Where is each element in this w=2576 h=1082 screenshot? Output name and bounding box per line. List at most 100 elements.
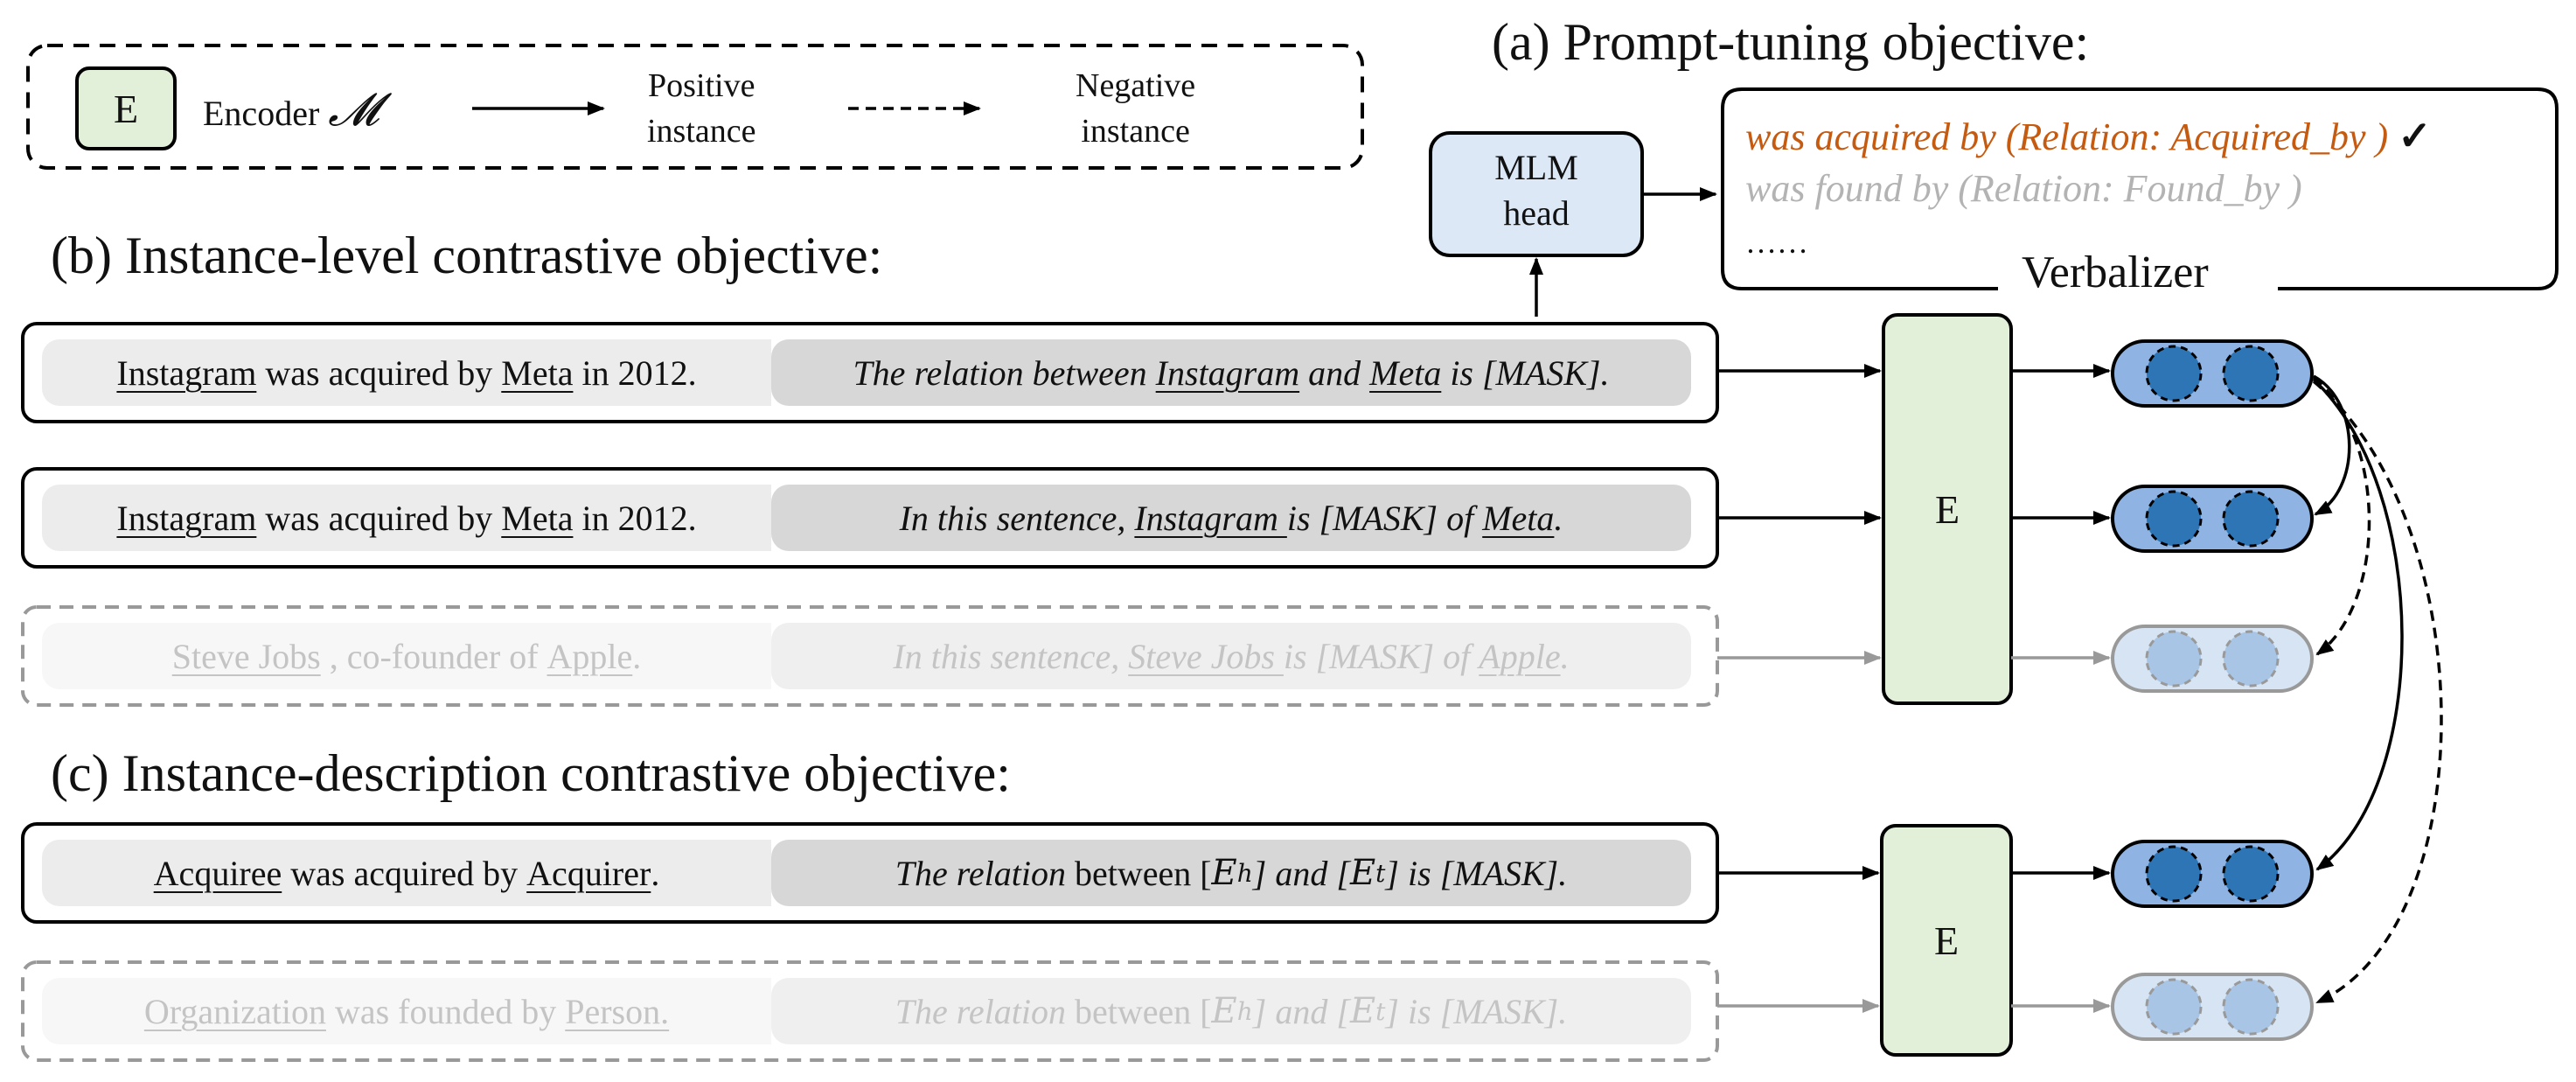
legend-positive-line2: instance bbox=[647, 113, 756, 150]
b-row3-prompt: In this sentence, Steve Jobs is [MASK] o… bbox=[771, 623, 1691, 689]
b-row3-end: . bbox=[632, 636, 642, 676]
b-row3-prompt-end: . bbox=[1560, 636, 1570, 676]
embedding-1 bbox=[2111, 339, 2314, 408]
b-row2-prompt-head: Instagram bbox=[1134, 498, 1287, 538]
encoder-c-label: E bbox=[1933, 918, 1960, 963]
verbalizer-line-2: was found by (Relation: Found_by ) bbox=[1745, 167, 2302, 210]
legend-negative-label: Negative instance bbox=[1076, 63, 1195, 154]
contrast-negative-to-emb5 bbox=[2312, 380, 2443, 1004]
verbalizer-line-1-text: was acquired by (Relation: Acquired_by ) bbox=[1745, 115, 2389, 158]
b-row2-prompt-mid: is [MASK] of bbox=[1286, 498, 1483, 538]
mlm-head-line1: MLM bbox=[1494, 148, 1578, 187]
b-row3-prompt-head: Steve Jobs bbox=[1128, 636, 1284, 676]
c-row2-head-subscript: h bbox=[1236, 996, 1253, 1026]
embedding-4 bbox=[2111, 840, 2314, 908]
embedding-5-negative bbox=[2111, 973, 2314, 1041]
b-row1-prompt-head: Instagram bbox=[1155, 353, 1300, 393]
c-row2-tail-subscript: t bbox=[1375, 996, 1386, 1026]
c-row2-prompt-between: between [ bbox=[1065, 991, 1212, 1031]
b-row1-prompt-tail: Meta bbox=[1369, 353, 1442, 393]
legend-negative-line2: instance bbox=[1081, 113, 1190, 150]
c-row2-prompt-and: ] and [ bbox=[1252, 991, 1350, 1031]
c-row2-frame bbox=[21, 960, 1719, 1062]
encoder-b-label: E bbox=[1934, 486, 1960, 532]
c-row2-head-symbol: E bbox=[1211, 991, 1237, 1031]
b-row1-prompt-end: is [MASK]. bbox=[1441, 353, 1610, 393]
c-row1-prompt-end: ] is [MASK]. bbox=[1385, 853, 1568, 893]
c-row1-head-subscript: h bbox=[1236, 858, 1253, 888]
verbalizer-title: Verbalizer bbox=[2011, 247, 2219, 298]
b-row2-entity-tail: Meta bbox=[501, 498, 574, 538]
c-row1-end: . bbox=[651, 853, 660, 893]
b-row3-prompt-pre: In this sentence, bbox=[893, 636, 1129, 676]
embedding-3-negative bbox=[2111, 625, 2314, 693]
b-row3-sentence: Steve Jobs , co-founder of Apple. bbox=[42, 623, 771, 689]
b-row1-entity-head: Instagram bbox=[116, 353, 257, 393]
b-row1-frame bbox=[21, 322, 1719, 423]
c-row1-prompt-between: between [ bbox=[1065, 853, 1212, 893]
c-row1-tail-subscript: t bbox=[1375, 858, 1386, 888]
b-row1-prompt-mid: and bbox=[1299, 353, 1370, 393]
contrast-positive-to-emb4 bbox=[2312, 378, 2404, 871]
b-row2-entity-head: Instagram bbox=[116, 498, 257, 538]
c-row1-prompt-and: ] and [ bbox=[1252, 853, 1350, 893]
verbalizer-box-frame bbox=[1721, 87, 2559, 290]
contrast-negative-to-emb3 bbox=[2312, 376, 2371, 656]
b-row2-end: in 2012. bbox=[573, 498, 697, 538]
legend-border bbox=[26, 44, 1364, 170]
contrast-positive-to-emb2 bbox=[2313, 374, 2351, 516]
b-row2-prompt-pre: In this sentence, bbox=[899, 498, 1135, 538]
b-row1-sentence: Instagram was acquired by Meta in 2012. bbox=[42, 339, 771, 406]
section-b-title: (b) Instance-level contrastive objective… bbox=[51, 227, 883, 284]
c-row1-sentence: Acquiree was acquired by Acquirer. bbox=[42, 840, 771, 906]
c-row1-entity-tail: Acquirer bbox=[526, 853, 651, 893]
verbalizer-check-mark: ✓ bbox=[2398, 114, 2432, 158]
c-row2-tail-symbol: E bbox=[1349, 991, 1376, 1031]
legend-negative-line1: Negative bbox=[1076, 67, 1196, 104]
verbalizer-line-1: was acquired by (Relation: Acquired_by )… bbox=[1745, 112, 2432, 159]
b-row3-prompt-tail: Apple bbox=[1479, 636, 1561, 676]
c-row2-entity-tail: Person. bbox=[565, 991, 670, 1031]
section-a-title: (a) Prompt-tuning objective: bbox=[1492, 13, 2090, 71]
b-row1-prompt: The relation between Instagram and Meta … bbox=[771, 339, 1691, 406]
b-row2-prompt: In this sentence, Instagram is [MASK] of… bbox=[771, 485, 1691, 551]
mlm-head-label: MLM head bbox=[1431, 145, 1642, 236]
b-row1-end: in 2012. bbox=[573, 353, 697, 393]
b-row3-prompt-mid: is [MASK] of bbox=[1283, 636, 1479, 676]
b-row1-prompt-pre: The relation between bbox=[853, 353, 1156, 393]
legend-encoder-box-label: E bbox=[113, 86, 139, 131]
b-row1-mid: was acquired by bbox=[256, 353, 502, 393]
c-row2-sentence: Organization was founded by Person. bbox=[42, 978, 771, 1044]
b-row1-entity-tail: Meta bbox=[501, 353, 574, 393]
b-row2-prompt-end: . bbox=[1554, 498, 1563, 538]
c-row1-tail-symbol: E bbox=[1349, 853, 1376, 893]
c-row2-mid: was founded by bbox=[325, 991, 566, 1031]
b-row2-mid: was acquired by bbox=[256, 498, 502, 538]
c-row2-entity-head: Organization bbox=[143, 991, 326, 1031]
c-row2-prompt-pre: The relation bbox=[895, 991, 1066, 1031]
legend-positive-label: Positive instance bbox=[647, 63, 756, 154]
b-row3-mid: , co-founder of bbox=[320, 636, 547, 676]
encoder-c bbox=[1880, 824, 2013, 1057]
legend-encoder-swatch bbox=[75, 66, 177, 150]
c-row1-prompt-pre: The relation bbox=[895, 853, 1066, 893]
c-row1-head-symbol: E bbox=[1211, 853, 1237, 893]
section-c-title: (c) Instance-description contrastive obj… bbox=[51, 744, 1011, 802]
b-row2-prompt-tail: Meta bbox=[1482, 498, 1555, 538]
mlm-head-line2: head bbox=[1503, 193, 1570, 233]
b-row3-frame bbox=[21, 605, 1719, 707]
b-row3-entity-tail: Apple bbox=[547, 636, 633, 676]
legend-encoder-text: Encoder bbox=[203, 94, 320, 133]
encoder-b bbox=[1882, 313, 2013, 705]
b-row2-sentence: Instagram was acquired by Meta in 2012. bbox=[42, 485, 771, 551]
embedding-2 bbox=[2111, 485, 2314, 553]
c-row2-prompt-end: ] is [MASK]. bbox=[1385, 991, 1568, 1031]
legend-encoder-label: Encoder 𝓜 bbox=[203, 84, 379, 137]
c-row1-entity-head: Acquiree bbox=[153, 853, 282, 893]
b-row3-entity-head: Steve Jobs bbox=[171, 636, 321, 676]
c-row1-mid: was acquired by bbox=[282, 853, 527, 893]
verbalizer-line-3: …… bbox=[1745, 225, 1808, 260]
